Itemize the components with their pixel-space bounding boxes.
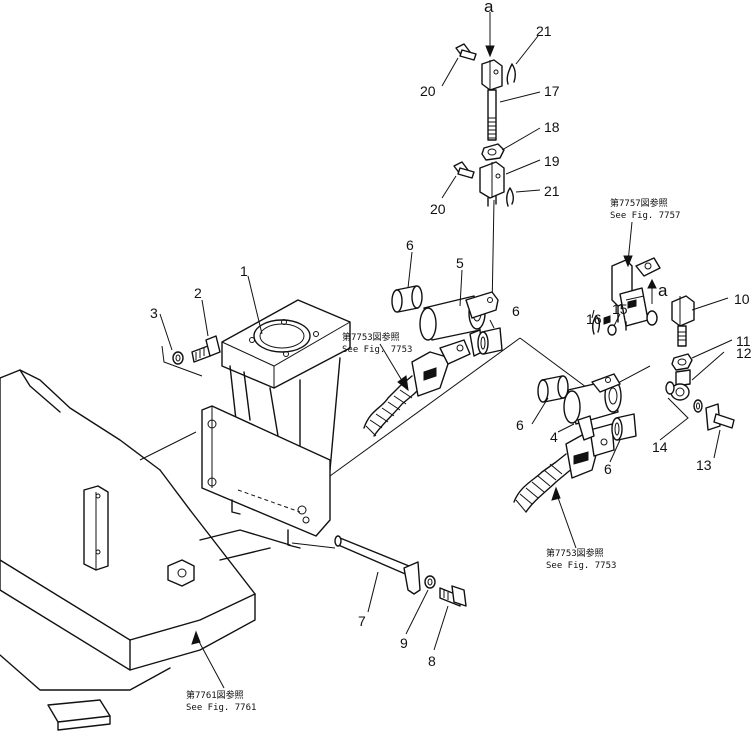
pin-20-mid: [453, 161, 475, 179]
bolt-13: [705, 403, 735, 431]
callout-21-top: 21: [536, 23, 552, 39]
callout-17: 17: [544, 83, 560, 99]
ref-7761-jp: 第7761図参照: [186, 689, 244, 701]
callout-numbers: 1 2 3 20 20 21 21 17 18 19 6 5 6 6 4 6 7…: [150, 0, 752, 669]
callout-6a: 6: [406, 237, 414, 253]
bushing-6b: [477, 327, 503, 355]
switch-assembly-7757: [603, 257, 661, 331]
nut-11: [671, 353, 693, 371]
callout-6b: 6: [512, 303, 520, 319]
ref-7761-en: See Fig. 7761: [186, 703, 256, 713]
nut-18: [481, 143, 505, 161]
cable-upper: [363, 339, 471, 437]
cable-lower: [513, 423, 615, 513]
washer-9: [424, 575, 436, 589]
callout-16: 16: [586, 311, 602, 327]
rod-eye-12: [670, 369, 691, 401]
cotter-21-top: [506, 63, 517, 85]
callout-21-mid: 21: [544, 183, 560, 199]
washer-15: [607, 324, 617, 336]
clevis-top-17: [481, 59, 503, 141]
lever-4: [563, 373, 622, 441]
callout-7: 7: [358, 613, 366, 629]
rod-end-10: [671, 295, 695, 347]
callout-11: 11: [736, 333, 751, 349]
washer-3: [172, 351, 184, 365]
cotter-16: [591, 315, 601, 335]
view-arrow-top: [485, 12, 495, 58]
lever-5: [419, 291, 499, 357]
bolt-8: [439, 585, 467, 607]
ref-7753b-en: See Fig. 7753: [546, 561, 616, 571]
callout-5: 5: [456, 255, 464, 271]
cotter-21-mid: [505, 187, 515, 207]
ref-7753b-jp: 第7753図参照: [546, 547, 604, 559]
callout-1: 1: [240, 263, 248, 279]
callout-6c: 6: [516, 417, 524, 433]
callout-3: 3: [150, 305, 158, 321]
bolt-2: [191, 335, 221, 363]
callout-10: 10: [734, 291, 750, 307]
callout-9: 9: [400, 635, 408, 651]
callout-12: 12: [736, 345, 752, 361]
callout-2: 2: [194, 285, 202, 301]
bushing-6d: [611, 413, 637, 441]
assembly-lines: [139, 199, 651, 549]
callout-15: 15: [612, 301, 628, 317]
ref-7753a-jp: 第7753図参照: [342, 331, 400, 343]
ref-7757-en: See Fig. 7757: [610, 211, 680, 221]
bracket: [201, 299, 351, 549]
callout-4: 4: [550, 429, 558, 445]
washer-14: [665, 381, 703, 413]
view-mark-right: a: [658, 281, 668, 300]
floor-frame: [0, 369, 291, 731]
ref-7757-jp: 第7757図参照: [610, 197, 668, 209]
bushing-6c: [537, 375, 569, 403]
bushing-6a: [391, 285, 423, 313]
callout-14: 14: [652, 439, 668, 455]
callout-8: 8: [428, 653, 436, 669]
callout-6d: 6: [604, 461, 612, 477]
pin-20-top: [455, 43, 477, 61]
callout-20-top: 20: [420, 83, 436, 99]
callout-18: 18: [544, 119, 560, 135]
view-mark-top: a: [484, 0, 494, 16]
ref-7753a-en: See Fig. 7753: [342, 345, 412, 355]
pin: [334, 535, 421, 595]
callout-19: 19: [544, 153, 560, 169]
callout-20-mid: 20: [430, 201, 446, 217]
callout-leaders: [159, 35, 733, 689]
callout-13: 13: [696, 457, 712, 473]
reference-notes: 第7757図参照 See Fig. 7757 第7753図参照 See Fig.…: [186, 197, 680, 713]
view-arrow-right: [647, 278, 657, 304]
clevis-19: [479, 161, 505, 207]
